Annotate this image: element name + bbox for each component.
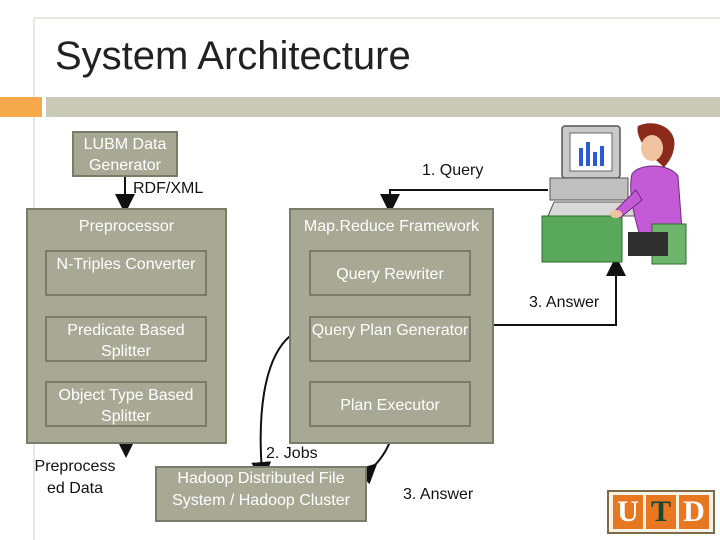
rdf-xml-label: RDF/XML [133, 180, 204, 197]
query-label: 1. Query [422, 162, 484, 179]
utd-logo-letter-d: D [679, 495, 709, 529]
utd-logo-letter-t: T [646, 495, 676, 529]
person-at-computer-icon [541, 123, 687, 265]
answer-top-label: 3. Answer [529, 294, 600, 311]
lubm-generator-box: LUBM Data Generator [72, 131, 178, 177]
object-splitter-box: Object Type Based Splitter [45, 381, 207, 427]
query-plan-generator-box: Query Plan Generator [309, 316, 471, 362]
slide-title: System Architecture [55, 34, 411, 78]
plan-executor-box: Plan Executor [309, 381, 471, 427]
jobs-label: 2. Jobs [266, 445, 318, 462]
hadoop-cluster-box: Hadoop Distributed File System / Hadoop … [155, 466, 367, 522]
answer-bottom-label: 3. Answer [403, 486, 474, 503]
utd-logo: U T D [607, 490, 715, 534]
preprocessed-data-label: Preprocess ed Data [34, 458, 116, 497]
preprocessor-title: Preprocessor [78, 218, 175, 235]
mapreduce-title: Map.Reduce Framework [303, 218, 480, 235]
ntriples-converter-box: N-Triples Converter [45, 250, 207, 296]
query-rewriter-box: Query Rewriter [309, 250, 471, 296]
predicate-splitter-box: Predicate Based Splitter [45, 316, 207, 362]
utd-logo-letter-u: U [613, 495, 643, 529]
